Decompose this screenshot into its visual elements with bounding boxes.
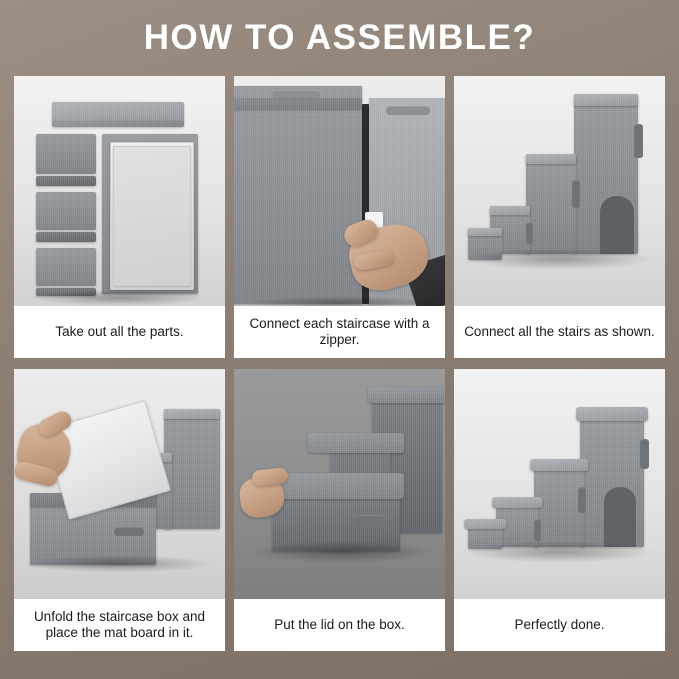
steps-grid: Take out all the parts. [14, 76, 665, 651]
lower-box-lid [492, 497, 542, 508]
step-caption-6: Perfectly done. [454, 599, 665, 651]
lower-box-handle [526, 222, 533, 244]
floor-shadow [464, 248, 654, 270]
floor-shadow [32, 290, 208, 306]
smallest-box [468, 525, 502, 549]
step-card-3: Connect all the stairs as shown. [454, 76, 665, 358]
zipper-strip [362, 104, 369, 304]
step-card-4: Unfold the staircase box and place the m… [14, 369, 225, 651]
step-caption-3-text: Connect all the stairs as shown. [464, 324, 655, 339]
step-caption-1-text: Take out all the parts. [55, 324, 184, 339]
step-photo-6 [454, 369, 665, 599]
step-card-5: Put the lid on the box. [234, 369, 445, 651]
tall-box-handle [634, 124, 643, 158]
back-tall-box-lid [164, 409, 220, 419]
folded-lid-top-edge [52, 120, 184, 127]
step-caption-4: Unfold the staircase box and place the m… [14, 599, 225, 651]
step-caption-6-text: Perfectly done. [514, 617, 605, 632]
floor-shadow [250, 541, 436, 563]
middle-box [534, 465, 584, 547]
step-photo-4 [14, 369, 225, 599]
tall-box-lid [576, 407, 648, 421]
middle-box [526, 154, 576, 254]
step-card-1: Take out all the parts. [14, 76, 225, 358]
tall-box-handle [640, 439, 649, 469]
tall-box-arch-opening [604, 487, 636, 547]
step-caption-4-text: Unfold the staircase box and place the m… [33, 609, 206, 640]
step-caption-1: Take out all the parts. [14, 306, 225, 358]
step-caption-2-text: Connect each staircase with a zipper. [249, 316, 430, 347]
folded-panel-2-edge [36, 232, 96, 242]
floor-shadow [24, 555, 214, 573]
lower-box-handle [534, 519, 541, 541]
step-photo-1 [14, 76, 225, 306]
unfolded-box-handle [114, 527, 144, 536]
tall-box-arch-opening [600, 196, 634, 254]
left-box-top-edge [234, 98, 362, 110]
step-photo-5 [234, 369, 445, 599]
left-box-handle [272, 90, 320, 99]
floor-shadow [462, 541, 656, 563]
step-card-2: Connect each staircase with a zipper. [234, 76, 445, 358]
step-card-6: Perfectly done. [454, 369, 665, 651]
step-photo-3 [454, 76, 665, 306]
page-title: HOW TO ASSEMBLE? [143, 18, 536, 57]
right-box-handle [386, 106, 430, 115]
step-caption-5-text: Put the lid on the box. [274, 617, 405, 632]
smallest-box-lid [464, 519, 506, 529]
back-tall-box-lid [368, 387, 445, 403]
lower-box-handle [354, 515, 386, 524]
folded-panel-1 [36, 134, 96, 174]
step-caption-2: Connect each staircase with a zipper. [234, 306, 445, 358]
lower-box-lid [490, 206, 530, 215]
folded-panel-3 [36, 248, 96, 286]
mat-board-inner [113, 146, 191, 286]
middle-box-lid [526, 154, 576, 164]
folded-panel-3-edge [36, 288, 96, 296]
middle-box-lid [530, 459, 588, 471]
middle-box-lid [308, 433, 404, 453]
back-tall-box [164, 409, 220, 529]
step-caption-5: Put the lid on the box. [234, 599, 445, 651]
floor-shadow [244, 296, 434, 306]
step-photo-2 [234, 76, 445, 306]
step-caption-3: Connect all the stairs as shown. [454, 306, 665, 358]
middle-box-handle [572, 180, 580, 208]
left-staircase-box [234, 86, 362, 304]
middle-box-handle [578, 487, 586, 513]
folded-panel-2 [36, 192, 96, 230]
folded-panel-1-edge [36, 176, 96, 186]
tall-box-lid [574, 94, 638, 106]
folded-lid-top [52, 102, 184, 122]
smallest-box-lid [468, 228, 502, 236]
